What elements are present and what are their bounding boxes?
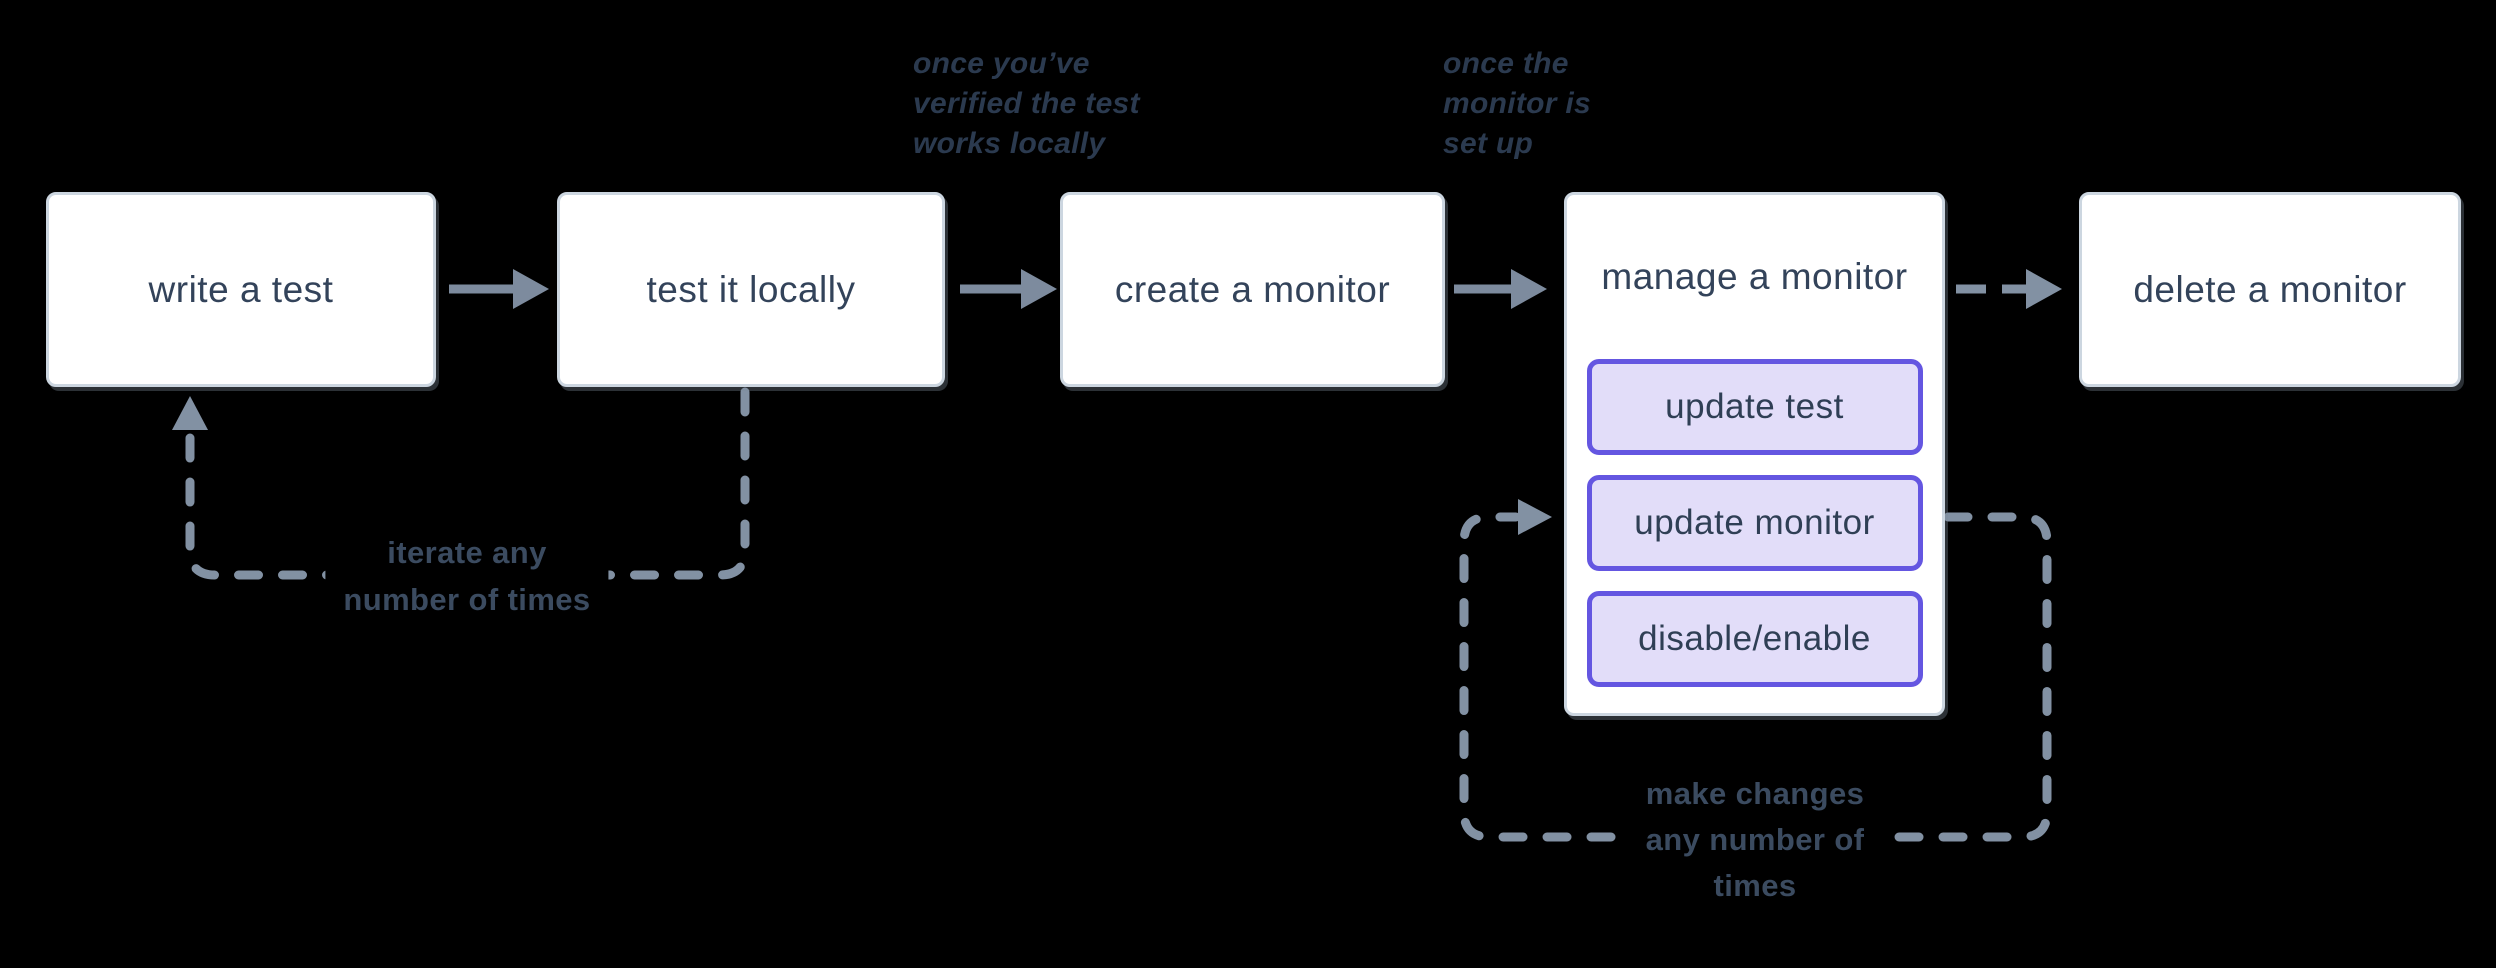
step-label: write a test bbox=[148, 268, 334, 310]
step-label: manage a monitor bbox=[1601, 256, 1908, 297]
step-label: create a monitor bbox=[1114, 268, 1391, 310]
flow-step-create-a-monitor: create a monitor bbox=[1060, 192, 1445, 387]
loop-label-make-changes: make changes any number of times bbox=[1627, 771, 1883, 909]
arrow-right-icon bbox=[960, 269, 1057, 309]
arrow-right-icon bbox=[449, 269, 549, 309]
flow-step-delete-a-monitor: delete a monitor bbox=[2079, 192, 2461, 387]
flow-step-manage-a-monitor: manage a monitor update test update moni… bbox=[1564, 192, 1945, 716]
sub-action-update-monitor: update monitor bbox=[1586, 475, 1923, 571]
annotation-verified-locally: once you’ve verified the test works loca… bbox=[913, 47, 1140, 160]
step-label: delete a monitor bbox=[2133, 268, 2407, 310]
loop-label-iterate: iterate any number of times bbox=[325, 529, 609, 623]
flow-step-write-a-test: write a test bbox=[46, 192, 436, 387]
sub-action-disable-enable: disable/enable bbox=[1586, 591, 1923, 687]
dashed-arrow-right-icon bbox=[1956, 269, 2062, 309]
manage-sub-actions: update test update monitor disable/enabl… bbox=[1586, 359, 1923, 687]
annotation-monitor-set-up: once the monitor is set up bbox=[1443, 47, 1592, 160]
sub-action-update-test: update test bbox=[1586, 359, 1923, 455]
arrow-right-icon bbox=[1454, 269, 1547, 309]
step-label: test it locally bbox=[646, 268, 856, 310]
flow-step-test-it-locally: test it locally bbox=[557, 192, 945, 387]
